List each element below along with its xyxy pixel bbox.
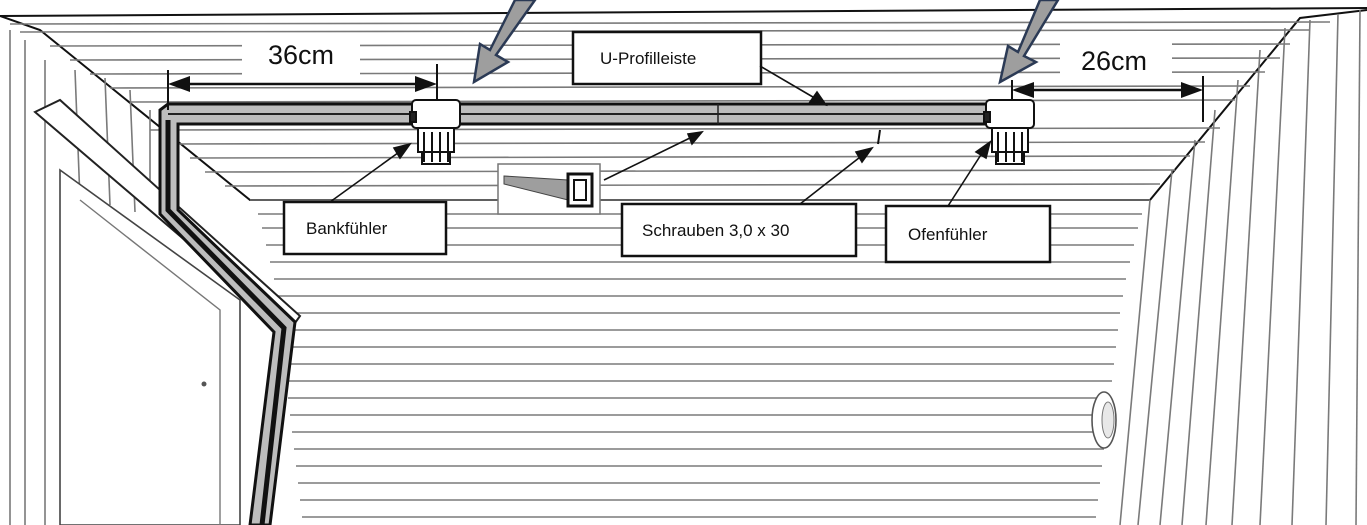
screw-mark [877,129,881,145]
dimension-left: 36cm [167,34,438,110]
dimension-right-label: 26cm [1081,46,1147,76]
dimension-right: 26cm [1011,40,1204,122]
pointer-arrow-left [472,0,537,85]
pointer-arrow-right [998,0,1060,85]
dimension-left-label: 36cm [268,40,334,70]
wall-vent [1091,391,1117,449]
label-u-profile-text: U-Profilleiste [600,49,696,68]
label-u-profile: U-Profilleiste [571,30,763,86]
bench-sensor-icon [409,99,461,165]
saw-icon [497,163,601,215]
leader-lines [329,65,992,207]
label-screws: Schrauben 3,0 x 30 [620,202,858,258]
label-oven-sensor: Ofenfühler [884,204,1052,264]
label-bench-sensor: Bankfühler [282,200,448,256]
right-wall-slats [1119,9,1361,525]
door-handle-dot [201,381,207,387]
label-oven-sensor-text: Ofenfühler [908,225,988,244]
label-bench-sensor-text: Bankfühler [306,219,388,238]
label-screws-text: Schrauben 3,0 x 30 [642,221,789,240]
oven-sensor-icon [983,99,1035,165]
